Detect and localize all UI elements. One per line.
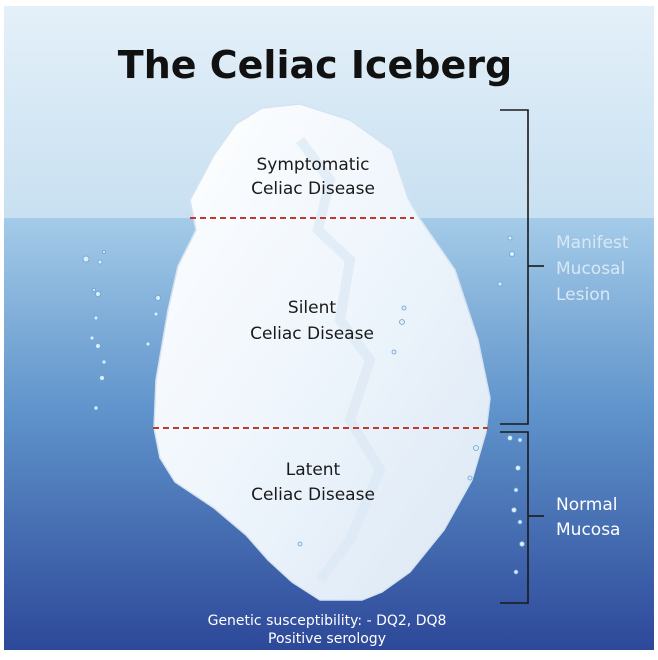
tier-top-line2: Celiac Disease bbox=[251, 179, 375, 199]
footer-genetic: Genetic susceptibility: - DQ2, DQ8 bbox=[208, 613, 447, 629]
page-title: The Celiac Iceberg bbox=[118, 43, 512, 87]
tier-middle-line1: Silent bbox=[288, 298, 336, 318]
normal-label-line1: Normal bbox=[556, 495, 618, 515]
tier-bottom-line2: Celiac Disease bbox=[251, 485, 375, 505]
manifest-label-line1: Manifest bbox=[556, 233, 629, 253]
tier-bottom-line1: Latent bbox=[286, 460, 341, 480]
footer-serology: Positive serology bbox=[268, 631, 386, 647]
manifest-label-line3: Lesion bbox=[556, 285, 610, 305]
normal-label-line2: Mucosa bbox=[556, 520, 620, 540]
manifest-label-line2: Mucosal bbox=[556, 259, 625, 279]
tier-top-line1: Symptomatic bbox=[257, 155, 370, 175]
tier-middle-line2: Celiac Disease bbox=[250, 324, 374, 344]
